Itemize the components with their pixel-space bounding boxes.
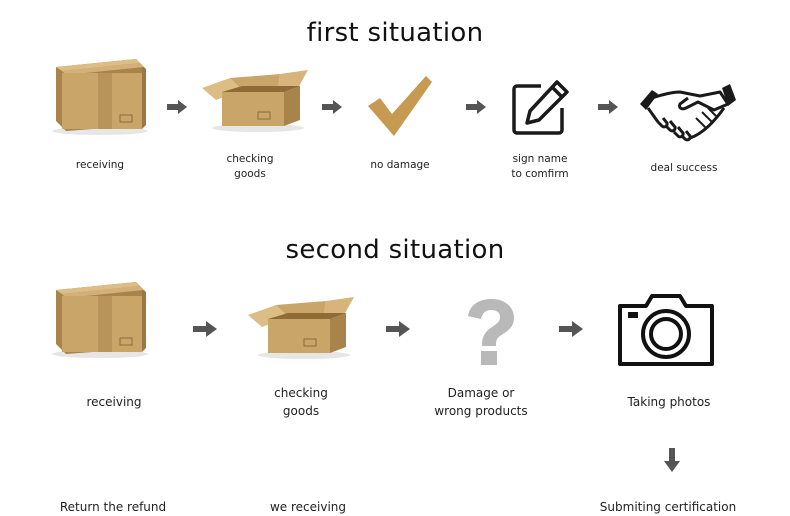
checkmark-icon [364, 72, 434, 140]
step-label: Taking photos [627, 395, 711, 409]
sign-edit-icon [511, 80, 569, 136]
arrow-right-icon [386, 321, 410, 337]
step-label: receiving [75, 159, 125, 171]
closed-box-icon [48, 55, 148, 135]
step-label: no damage [370, 159, 430, 171]
step-label: Damage or wrong products [434, 386, 528, 418]
step-label: sign name to comfirm [511, 153, 569, 181]
arrow-down-icon [664, 448, 680, 472]
question-mark-icon [462, 298, 518, 368]
bottom-step-label: we receiving [269, 500, 347, 514]
arrow-right-icon [466, 100, 486, 114]
open-box-icon [246, 295, 356, 359]
arrow-right-icon [598, 100, 618, 114]
step-label: checking goods [226, 153, 274, 181]
open-box-icon [200, 68, 310, 132]
step-label: receiving [86, 395, 142, 409]
arrow-right-icon [322, 100, 342, 114]
arrow-right-icon [167, 100, 187, 114]
first-situation-title: first situation [306, 18, 484, 48]
step-label: deal success [650, 162, 718, 174]
bottom-step-label: Submiting certification [599, 500, 737, 514]
second-situation-title: second situation [285, 235, 505, 265]
arrow-right-icon [193, 321, 217, 337]
camera-icon [616, 292, 716, 368]
handshake-icon [638, 80, 738, 146]
bottom-step-label: Return the refund [59, 500, 167, 514]
step-label: checking goods [274, 386, 328, 418]
closed-box-icon [48, 278, 148, 358]
arrow-right-icon [559, 321, 583, 337]
